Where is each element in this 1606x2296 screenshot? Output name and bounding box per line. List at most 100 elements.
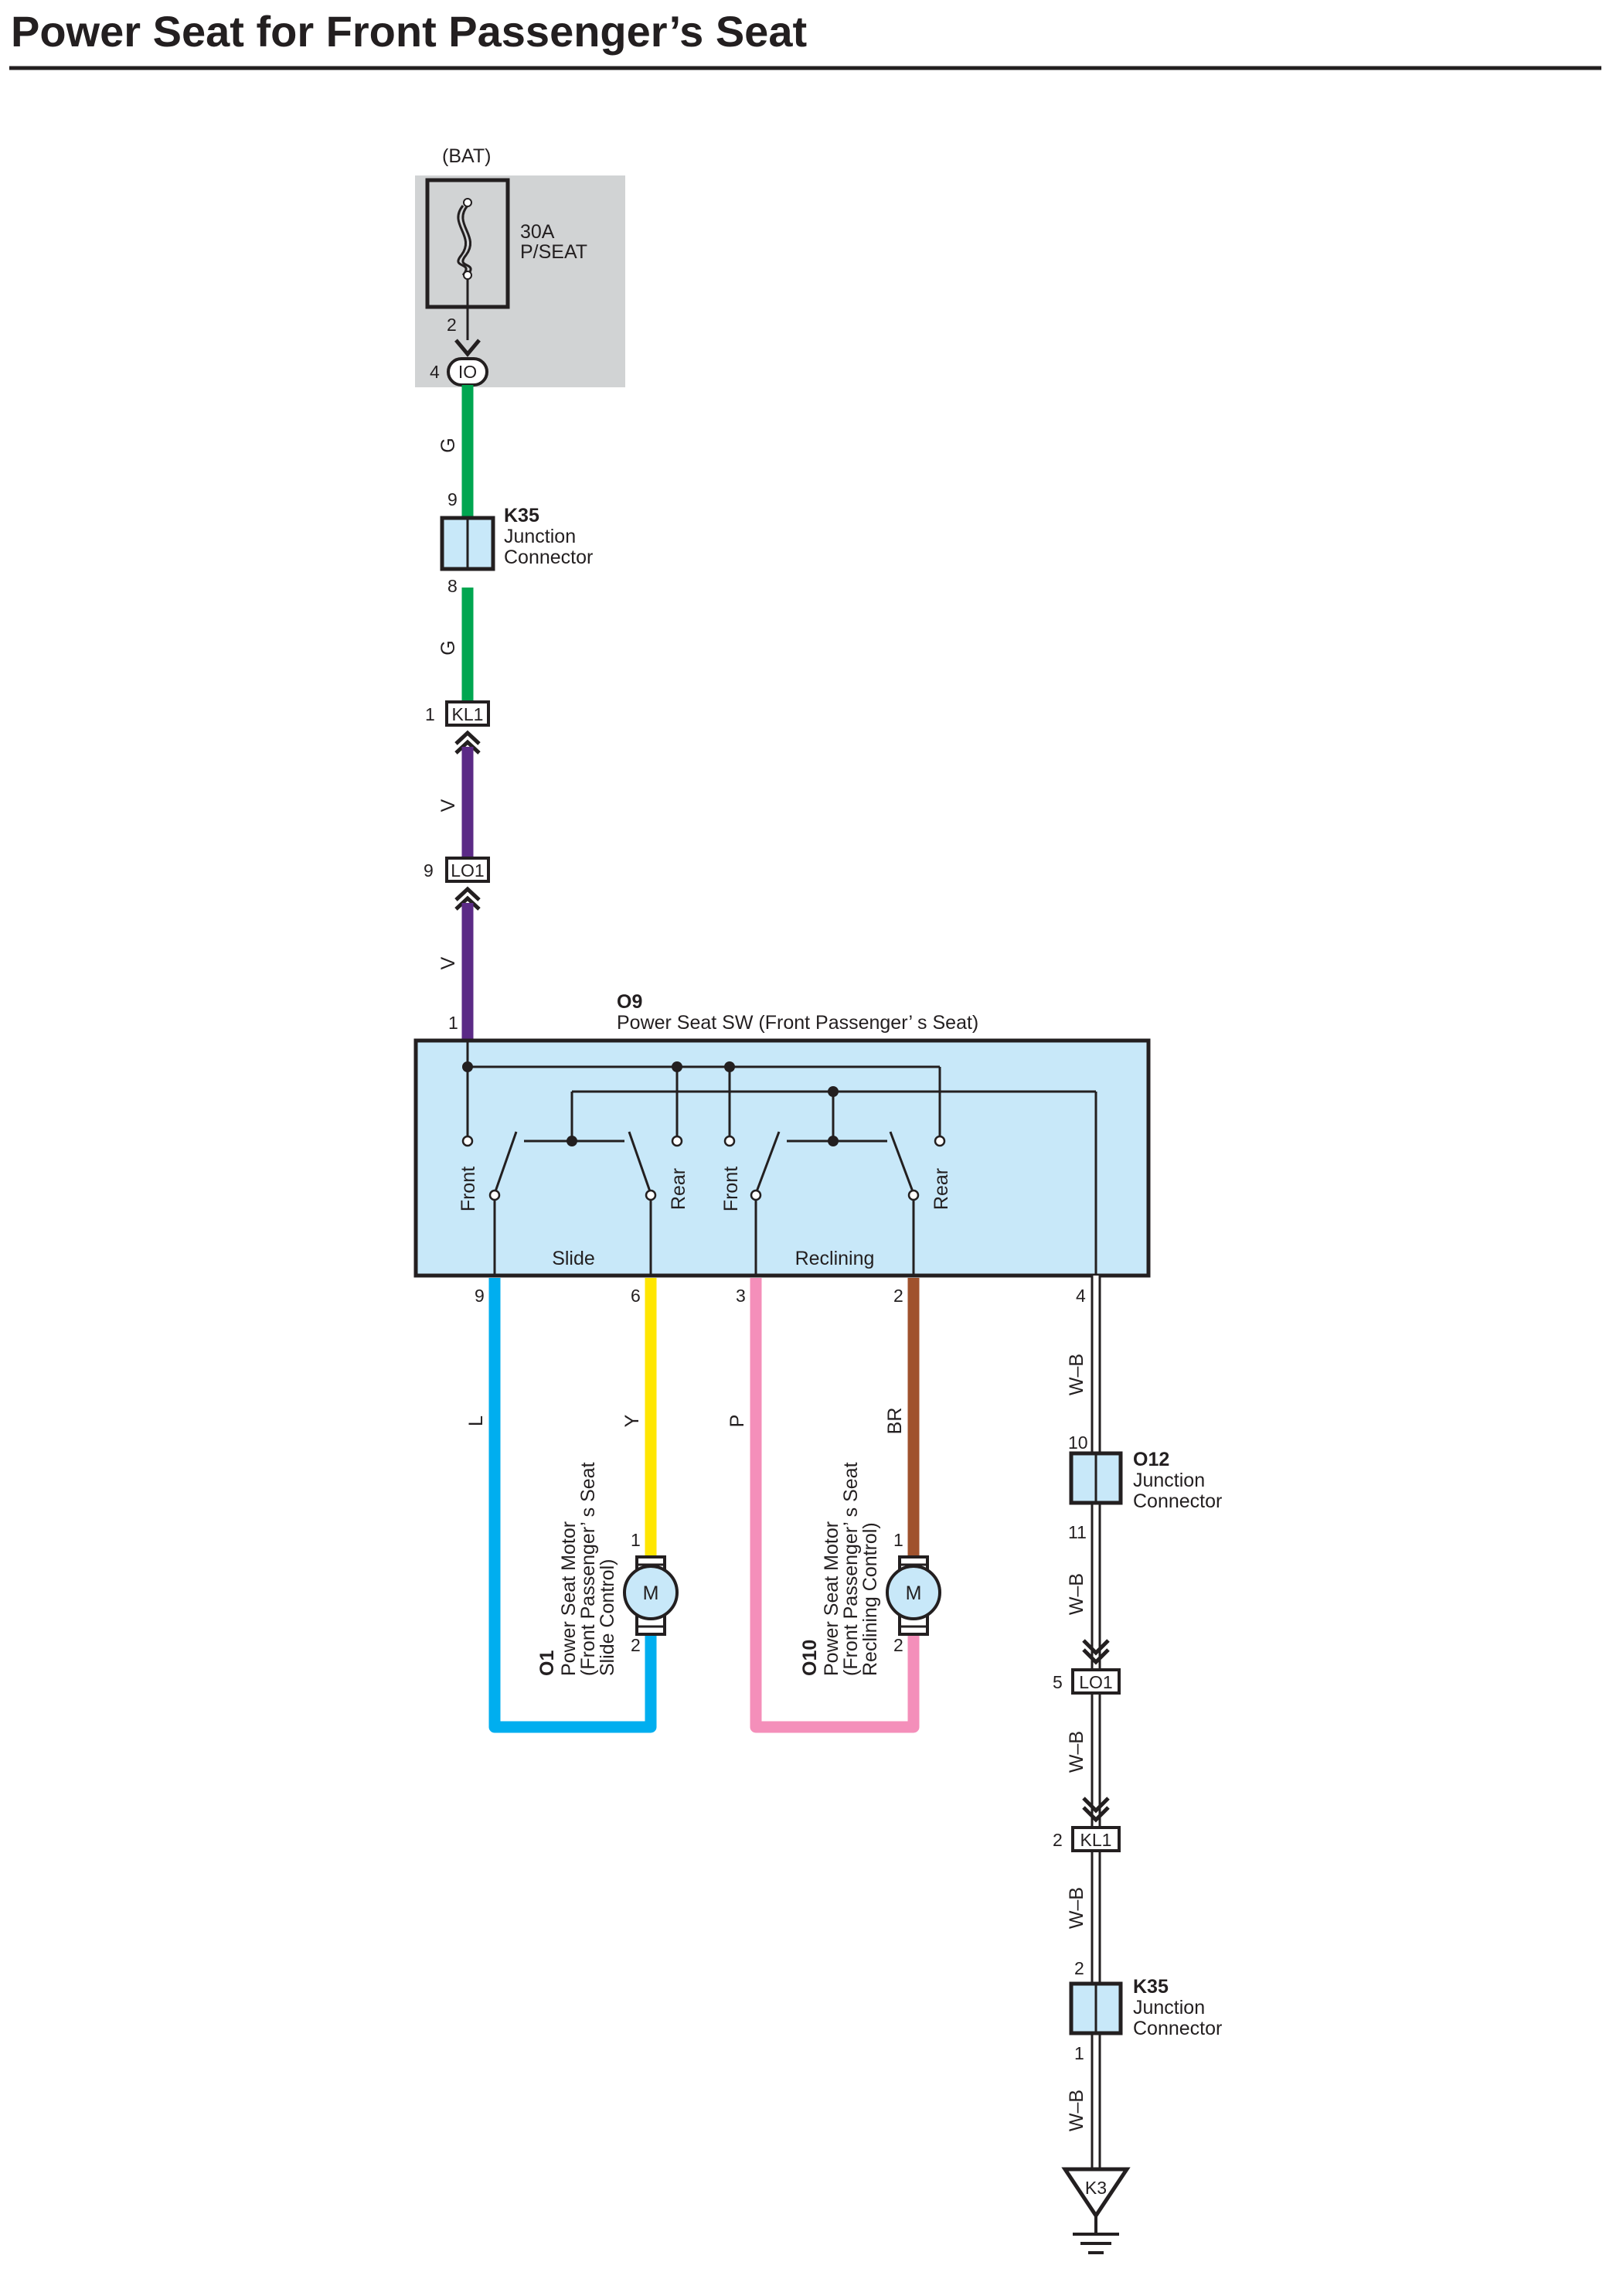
switch-pin-in: 1 xyxy=(448,1013,458,1033)
switch-code: O9 xyxy=(617,991,642,1013)
wire-label-g-1: G xyxy=(437,438,459,452)
reclining-motor: M 1 2 O10 Power Seat Motor (Front Passen… xyxy=(799,1462,941,1676)
recl-motor-pin1: 1 xyxy=(893,1530,903,1550)
lo1-top-pin: 9 xyxy=(424,860,434,881)
fuse-icon xyxy=(461,205,472,276)
motor-icon xyxy=(623,1565,679,1620)
wire-label-br: BR xyxy=(884,1408,906,1435)
slide-motor-code: O1 xyxy=(536,1650,558,1676)
slide-motor-line3: Slide Control) xyxy=(597,1559,618,1676)
recl-rear-label: Rear xyxy=(931,1168,952,1210)
wire-label-g-2: G xyxy=(437,640,459,655)
wire-label-wb-1: W–B xyxy=(1066,1354,1087,1395)
lo1-bottom-pin: 5 xyxy=(1053,1672,1063,1692)
reclining-label: Reclining xyxy=(795,1248,875,1269)
wire-label-v-2: V xyxy=(437,956,459,969)
k35-top-line2: Connector xyxy=(504,547,593,568)
slide-motor-line2: (Front Passenger’ s Seat xyxy=(577,1462,599,1676)
pin-slide-front: 9 xyxy=(475,1286,485,1306)
recl-motor-pin2: 2 xyxy=(893,1635,903,1655)
o12-code: O12 xyxy=(1133,1449,1169,1470)
fuse-rating: 30A xyxy=(520,221,555,243)
k35-top-code: K35 xyxy=(504,505,539,526)
kl1-bottom-pin: 2 xyxy=(1053,1830,1063,1850)
ground-point-icon xyxy=(1061,2167,1131,2219)
o12-pin-a: 10 xyxy=(1068,1432,1088,1453)
k35-top-pin-b: 8 xyxy=(447,576,458,596)
slide-label: Slide xyxy=(552,1248,595,1269)
bat-label: (BAT) xyxy=(442,145,491,167)
o12-pin-b: 11 xyxy=(1068,1522,1087,1542)
motor-wires: L Y P BR xyxy=(465,1278,920,1733)
feed-wires: G G 9 8 K35 Junction Connector KL1 1 V L… xyxy=(424,385,593,1039)
slide-motor-line1: Power Seat Motor xyxy=(558,1521,580,1676)
motor-icon xyxy=(886,1565,941,1620)
slide-motor-pin1: 1 xyxy=(631,1530,641,1550)
contact-slide-rear xyxy=(671,1135,683,1147)
k35-bottom-line1: Junction xyxy=(1133,1997,1205,2018)
lo1-top-arrow-icon xyxy=(454,886,481,911)
fuse-block: (BAT) 30A P/SEAT 2 IO 4 xyxy=(415,145,625,387)
fuse-box-background xyxy=(415,175,625,387)
k35-bottom-pin-a: 2 xyxy=(1074,1958,1084,1978)
io-pin: 4 xyxy=(430,362,440,382)
fuse-name: P/SEAT xyxy=(520,241,587,263)
recl-motor-code: O10 xyxy=(799,1640,821,1676)
slide-motor-pin2: 2 xyxy=(631,1635,641,1655)
io-label: IO xyxy=(458,362,477,382)
recl-motor-line1: Power Seat Motor xyxy=(821,1521,842,1676)
recl-motor-symbol: M xyxy=(906,1582,922,1604)
kl1-top-pin: 1 xyxy=(425,704,435,724)
lo1-bottom-arrow-icon xyxy=(1082,1639,1110,1665)
wire-label-v-1: V xyxy=(437,799,459,812)
lo1-bottom-connector xyxy=(1071,1668,1121,1695)
k35-top-pin-a: 9 xyxy=(447,489,458,509)
k35-bottom-line2: Connector xyxy=(1133,2018,1222,2039)
k35-top-line1: Junction xyxy=(504,526,576,547)
wire-label-wb-4: W–B xyxy=(1066,1887,1087,1929)
pin-slide-rear: 6 xyxy=(631,1286,641,1306)
wire-label-l: L xyxy=(465,1415,487,1426)
switch-name: Power Seat SW (Front Passenger’ s Seat) xyxy=(617,1012,978,1034)
wire-p xyxy=(750,1278,920,1733)
pin-recl-rear: 2 xyxy=(893,1286,903,1306)
switch-body xyxy=(413,1038,1151,1278)
ground-chain: W–B 10 11 O12 Junction Connector W–B LO1… xyxy=(1053,1276,1222,2254)
slide-front-label: Front xyxy=(458,1167,479,1211)
slide-motor-symbol: M xyxy=(643,1582,659,1604)
contact-recl-front xyxy=(723,1135,736,1147)
lo1-top-connector xyxy=(445,857,490,883)
kl1-top-label: KL1 xyxy=(452,704,484,724)
recl-motor-line2: (Front Passenger’ s Seat xyxy=(840,1462,862,1676)
recl-front-label: Front xyxy=(720,1167,742,1211)
power-seat-switch: O9 Power Seat SW (Front Passenger’ s Sea… xyxy=(413,991,1151,1306)
wire-label-wb-3: W–B xyxy=(1066,1731,1087,1773)
wire-label-p: P xyxy=(726,1415,748,1428)
fuse-pin-out: 2 xyxy=(447,315,457,335)
wire-label-y: Y xyxy=(621,1414,643,1427)
slide-rear-label: Rear xyxy=(668,1168,689,1210)
o12-line2: Connector xyxy=(1133,1490,1222,1512)
k35-bottom-code: K35 xyxy=(1133,1976,1169,1998)
kl1-bottom-connector xyxy=(1071,1826,1121,1852)
connector-arrow-icon xyxy=(454,339,481,357)
slide-motor: M 1 2 O1 Power Seat Motor (Front Passeng… xyxy=(536,1462,679,1676)
kl1-bottom-label: KL1 xyxy=(1080,1830,1112,1850)
contact-slide-front xyxy=(461,1135,474,1147)
lo1-top-label: LO1 xyxy=(451,860,484,881)
recl-motor-line3: Reclining Control) xyxy=(859,1522,881,1676)
page-title: Power Seat for Front Passenger’s Seat xyxy=(11,7,807,56)
k35-bottom-pin-b: 1 xyxy=(1074,2043,1084,2063)
pin-ground: 4 xyxy=(1076,1286,1086,1306)
o12-line1: Junction xyxy=(1133,1470,1205,1491)
kl1-bottom-arrow-icon xyxy=(1082,1797,1110,1823)
pin-recl-front: 3 xyxy=(736,1286,746,1306)
wire-label-wb-5: W–B xyxy=(1066,2090,1087,2131)
lo1-bottom-label: LO1 xyxy=(1079,1672,1112,1692)
wire-l xyxy=(488,1278,657,1733)
wire-label-wb-2: W–B xyxy=(1066,1573,1087,1615)
ground-code: K3 xyxy=(1085,2178,1107,2198)
kl1-top-connector xyxy=(445,700,490,727)
kl1-top-arrow-icon xyxy=(454,730,481,755)
